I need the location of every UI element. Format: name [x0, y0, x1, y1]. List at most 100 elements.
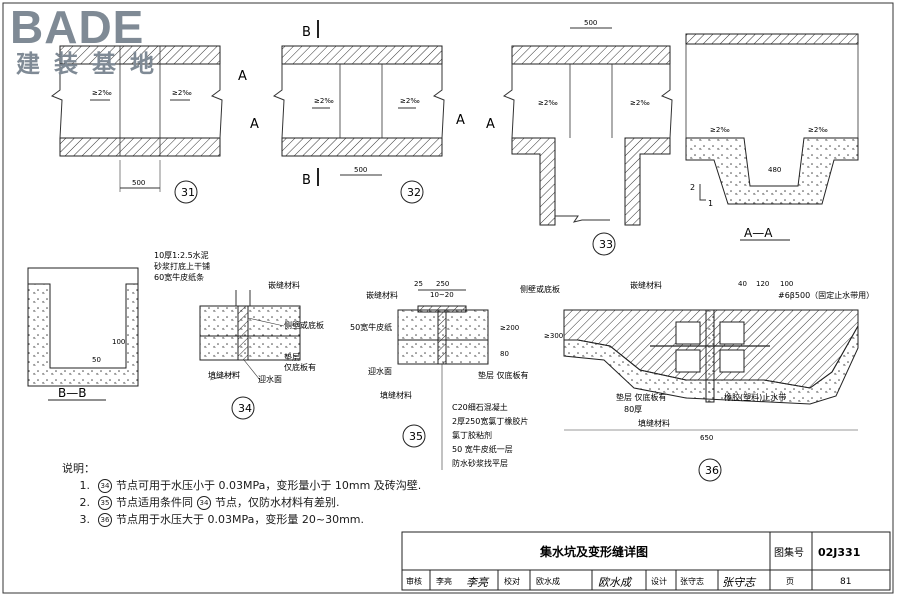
- detail-33: [502, 27, 673, 256]
- bb-dim-50: 50: [92, 356, 101, 364]
- d34-mortar-label: 迎水面: [258, 374, 282, 384]
- d34-cushion-label2: 仅底板有: [284, 362, 316, 372]
- section-aa: [685, 33, 859, 241]
- section-bb: [27, 267, 139, 401]
- title-block-designer: 张守志: [680, 576, 704, 586]
- aa-dim-480: 480: [768, 166, 781, 174]
- aa-ratio-1: 1: [708, 199, 713, 208]
- d36-joint-label: 嵌缝材料: [630, 280, 662, 290]
- d36-dim-100: 100: [780, 280, 793, 288]
- d35-dim-25: 25: [414, 280, 423, 288]
- notes-block: 说明： 1. 34 节点可用于水压小于 0.03MPa，变形量小于 10mm 及…: [62, 460, 421, 528]
- d35-list-1: C20细石混凝土: [452, 402, 508, 412]
- section-mark-a1: A: [238, 69, 247, 84]
- title-block-set-no: 02J331: [818, 546, 860, 559]
- d35-dim-80: 80: [500, 350, 509, 358]
- d34-joint-label: 嵌缝材料: [268, 280, 300, 290]
- title-block-check: 校对: [504, 576, 520, 586]
- title-block-page-no: 81: [840, 577, 851, 587]
- d35-list-2: 2厚250宽氯丁橡胶片: [452, 416, 528, 426]
- d33-slope-right: ≥2‰: [630, 99, 650, 107]
- d31-slope-left: ≥2‰: [92, 89, 112, 97]
- bb-dim-100: 100: [112, 338, 125, 346]
- sheet-border: [2, 2, 894, 594]
- d34-note-line1: 10厚1:2.5水泥: [154, 250, 209, 260]
- detail-ref-icon: 36: [98, 512, 112, 527]
- detail-33-number: 33: [599, 238, 613, 251]
- detail-ref-icon: 34: [98, 478, 112, 493]
- signature-1: 李亮: [466, 576, 490, 589]
- d34-filler-label: 填缝材料: [208, 370, 240, 380]
- section-mark-a3: A: [456, 113, 465, 128]
- detail-32: [272, 20, 445, 204]
- brand-logo: BADE: [10, 1, 145, 53]
- d36-waterstop-label: 橡胶(塑料)止水带: [724, 392, 786, 402]
- note-text: 节点用于水压大于 0.03MPa，变形量 20~30mm.: [116, 513, 364, 526]
- section-mark-a4: A: [486, 117, 495, 132]
- brand-logo-cn: 建装基地: [16, 50, 168, 78]
- detail-31: [50, 45, 223, 204]
- signature-2: 欧水成: [598, 576, 633, 589]
- section-bb-title: B—B: [58, 386, 86, 400]
- d35-dim-200: ≥200: [500, 324, 519, 332]
- d35-cushion-label: 垫层 仅底板有: [478, 370, 529, 380]
- detail-31-number: 31: [181, 186, 195, 199]
- d36-filler-label: 填缝材料: [638, 418, 670, 428]
- title-block-title: 集水坑及变形缝详图: [539, 544, 648, 559]
- detail-36: [563, 309, 859, 482]
- d36-dim-650: 650: [700, 434, 713, 442]
- d33-dim-500: 500: [584, 19, 597, 27]
- d35-list-3: 氯丁胶粘剂: [452, 430, 492, 440]
- section-aa-title: A—A: [744, 226, 773, 240]
- d35-dim-10-20: 10~20: [430, 291, 454, 299]
- d33-slope-left: ≥2‰: [538, 99, 558, 107]
- aa-slope-left: ≥2‰: [710, 126, 730, 134]
- detail-35: [397, 289, 489, 470]
- d35-kraft-label: 50宽牛皮纸: [350, 322, 392, 332]
- aa-ratio-2: 2: [690, 183, 695, 192]
- note-text: 节点，仅防水材料有差别.: [215, 496, 340, 509]
- d35-joint-label: 嵌缝材料: [366, 290, 398, 300]
- title-block-page-label: 页: [786, 577, 794, 586]
- aa-slope-right: ≥2‰: [808, 126, 828, 134]
- detail-34: [199, 290, 301, 420]
- d36-dim-40: 40: [738, 280, 747, 288]
- d35-wall-label: 侧壁或底板: [520, 284, 560, 294]
- notes-title: 说明：: [62, 462, 95, 475]
- section-mark-a2: A: [250, 117, 259, 132]
- d36-dim-120: 120: [756, 280, 769, 288]
- d34-cushion-label1: 垫层: [284, 352, 300, 362]
- detail-35-number: 35: [409, 430, 423, 443]
- d36-stop-label: #6β500（固定止水带用）: [778, 290, 874, 300]
- d36-dim-300: ≥300: [544, 332, 563, 340]
- title-block: [401, 531, 891, 591]
- title-block-reviewer: 李亮: [436, 576, 452, 586]
- d35-dim-250: 250: [436, 280, 449, 288]
- d32-dim-500: 500: [354, 166, 367, 174]
- note-text: 节点可用于水压小于 0.03MPa，变形量小于 10mm 及砖沟壁.: [116, 479, 422, 492]
- title-block-review: 审核: [406, 576, 422, 586]
- d34-note-line3: 60宽牛皮纸条: [154, 272, 204, 282]
- d35-face-label: 迎水面: [368, 366, 392, 376]
- d31-dim-500: 500: [132, 179, 145, 187]
- note-item-1: 1. 34 节点可用于水压小于 0.03MPa，变形量小于 10mm 及砖沟壁.: [62, 477, 421, 494]
- title-block-design: 设计: [651, 576, 667, 586]
- d35-list-5: 防水砂浆找平层: [452, 458, 508, 468]
- d32-slope-left: ≥2‰: [314, 97, 334, 105]
- d35-list-4: 50 宽牛皮纸一层: [452, 444, 513, 454]
- note-number: 1.: [79, 479, 91, 492]
- detail-ref-icon: 35: [98, 495, 112, 510]
- detail-32-number: 32: [407, 186, 421, 199]
- detail-34-number: 34: [238, 402, 252, 415]
- note-item-3: 3. 36 节点用于水压大于 0.03MPa，变形量 20~30mm.: [62, 511, 421, 528]
- section-mark-b1: B: [302, 25, 311, 40]
- detail-36-number: 36: [705, 464, 719, 477]
- note-number: 2.: [79, 496, 91, 509]
- title-block-set-label: 图集号: [774, 546, 804, 559]
- d31-slope-right: ≥2‰: [172, 89, 192, 97]
- d36-cushion-label1: 垫层 仅底板有: [616, 392, 667, 402]
- signature-3: 张守志: [722, 576, 757, 589]
- d34-wall-label: 侧壁或底板: [284, 320, 324, 330]
